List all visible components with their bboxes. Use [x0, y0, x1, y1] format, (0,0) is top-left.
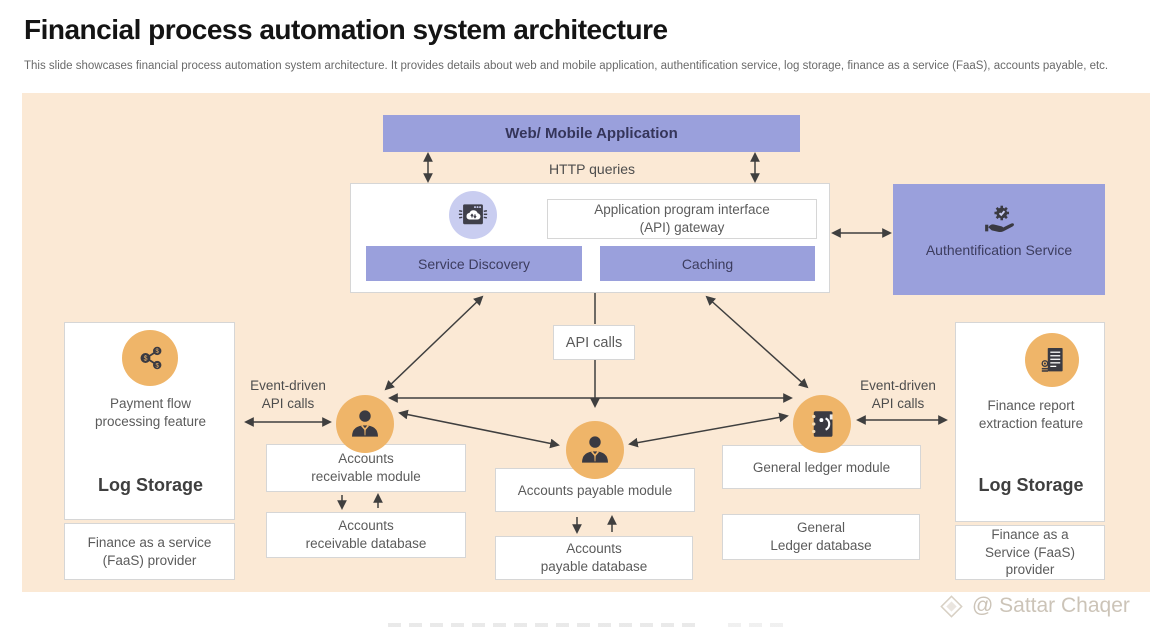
ledger-book-icon	[793, 395, 851, 453]
diamond-logo-icon	[940, 594, 963, 618]
accounts-payable-database-box: Accounts payable database	[495, 536, 693, 580]
arrow-gateway-ar	[384, 295, 484, 391]
web-mobile-application-box: Web/ Mobile Application	[383, 115, 800, 152]
general-ledger-database-box: General Ledger database	[722, 514, 920, 560]
general-ledger-database-label: General Ledger database	[770, 520, 872, 553]
watermark-text: @ Sattar Chaqer	[972, 594, 1130, 617]
network-dollar-share-icon: $ $ $	[122, 330, 178, 386]
api-calls-label: API calls	[565, 334, 623, 351]
watermark: @ Sattar Chaqer	[938, 588, 1168, 624]
businessman-icon	[566, 421, 624, 479]
service-discovery-box: Service Discovery	[366, 246, 582, 281]
arrow-ar-ap	[398, 409, 560, 449]
http-queries-label: HTTP queries	[548, 161, 636, 177]
right-log-storage-label: Log Storage	[978, 475, 1084, 495]
svg-text:$: $	[156, 349, 160, 355]
web-mobile-application-label: Web/ Mobile Application	[505, 125, 678, 142]
page-title: Financial process automation system arch…	[24, 14, 668, 45]
accounts-receivable-database-label: Accounts receivable database	[305, 518, 427, 551]
finance-report-feature-label: Finance report extraction feature	[978, 398, 1084, 431]
api-gateway-label: Application program interface (API) gate…	[594, 202, 770, 235]
svg-text:$: $	[144, 355, 148, 362]
svg-text:$: $	[156, 363, 160, 369]
arrow-ap-gl	[628, 412, 789, 448]
accounts-payable-module-label: Accounts payable module	[517, 482, 673, 498]
api-gateway-box: Application program interface (API) gate…	[547, 199, 817, 239]
right-faas-provider-label: Finance as a Service (FaaS) provider	[984, 527, 1076, 578]
payment-flow-feature-label: Payment flow processing feature	[94, 396, 207, 429]
event-driven-right-label: Event-driven API calls	[860, 378, 936, 411]
left-faas-provider-box: Finance as a service (FaaS) provider	[64, 523, 235, 580]
hand-holding-gear-check-icon	[981, 200, 1019, 238]
diagram-canvas: Web/ Mobile Application HTTP queries App…	[22, 93, 1150, 627]
page-subtitle: This slide showcases financial process a…	[24, 60, 1109, 72]
cloud-browser-icon	[449, 191, 497, 239]
cropped-text-artifact	[728, 623, 788, 627]
cropped-text-artifact	[388, 623, 703, 627]
authentification-service-box: Authentification Service	[893, 184, 1105, 295]
businessman-icon	[336, 395, 394, 453]
left-log-storage-label: Log Storage	[97, 475, 203, 495]
right-faas-provider-box: Finance as a Service (FaaS) provider	[955, 525, 1105, 580]
left-faas-provider-label: Finance as a service (FaaS) provider	[87, 534, 212, 568]
general-ledger-module-label: General ledger module	[752, 459, 891, 475]
arrow-gateway-gl	[705, 295, 809, 389]
caching-label: Caching	[681, 255, 734, 272]
accounts-receivable-database-box: Accounts receivable database	[266, 512, 466, 558]
event-driven-left-label: Event-driven API calls	[250, 378, 326, 411]
authentification-service-label: Authentification Service	[925, 242, 1073, 258]
service-discovery-label: Service Discovery	[417, 255, 531, 272]
accounts-receivable-module-label: Accounts receivable module	[311, 451, 421, 484]
accounts-payable-database-label: Accounts payable database	[540, 541, 648, 574]
finance-report-icon	[1025, 333, 1079, 387]
caching-box: Caching	[600, 246, 815, 281]
api-calls-box: API calls	[553, 325, 635, 360]
